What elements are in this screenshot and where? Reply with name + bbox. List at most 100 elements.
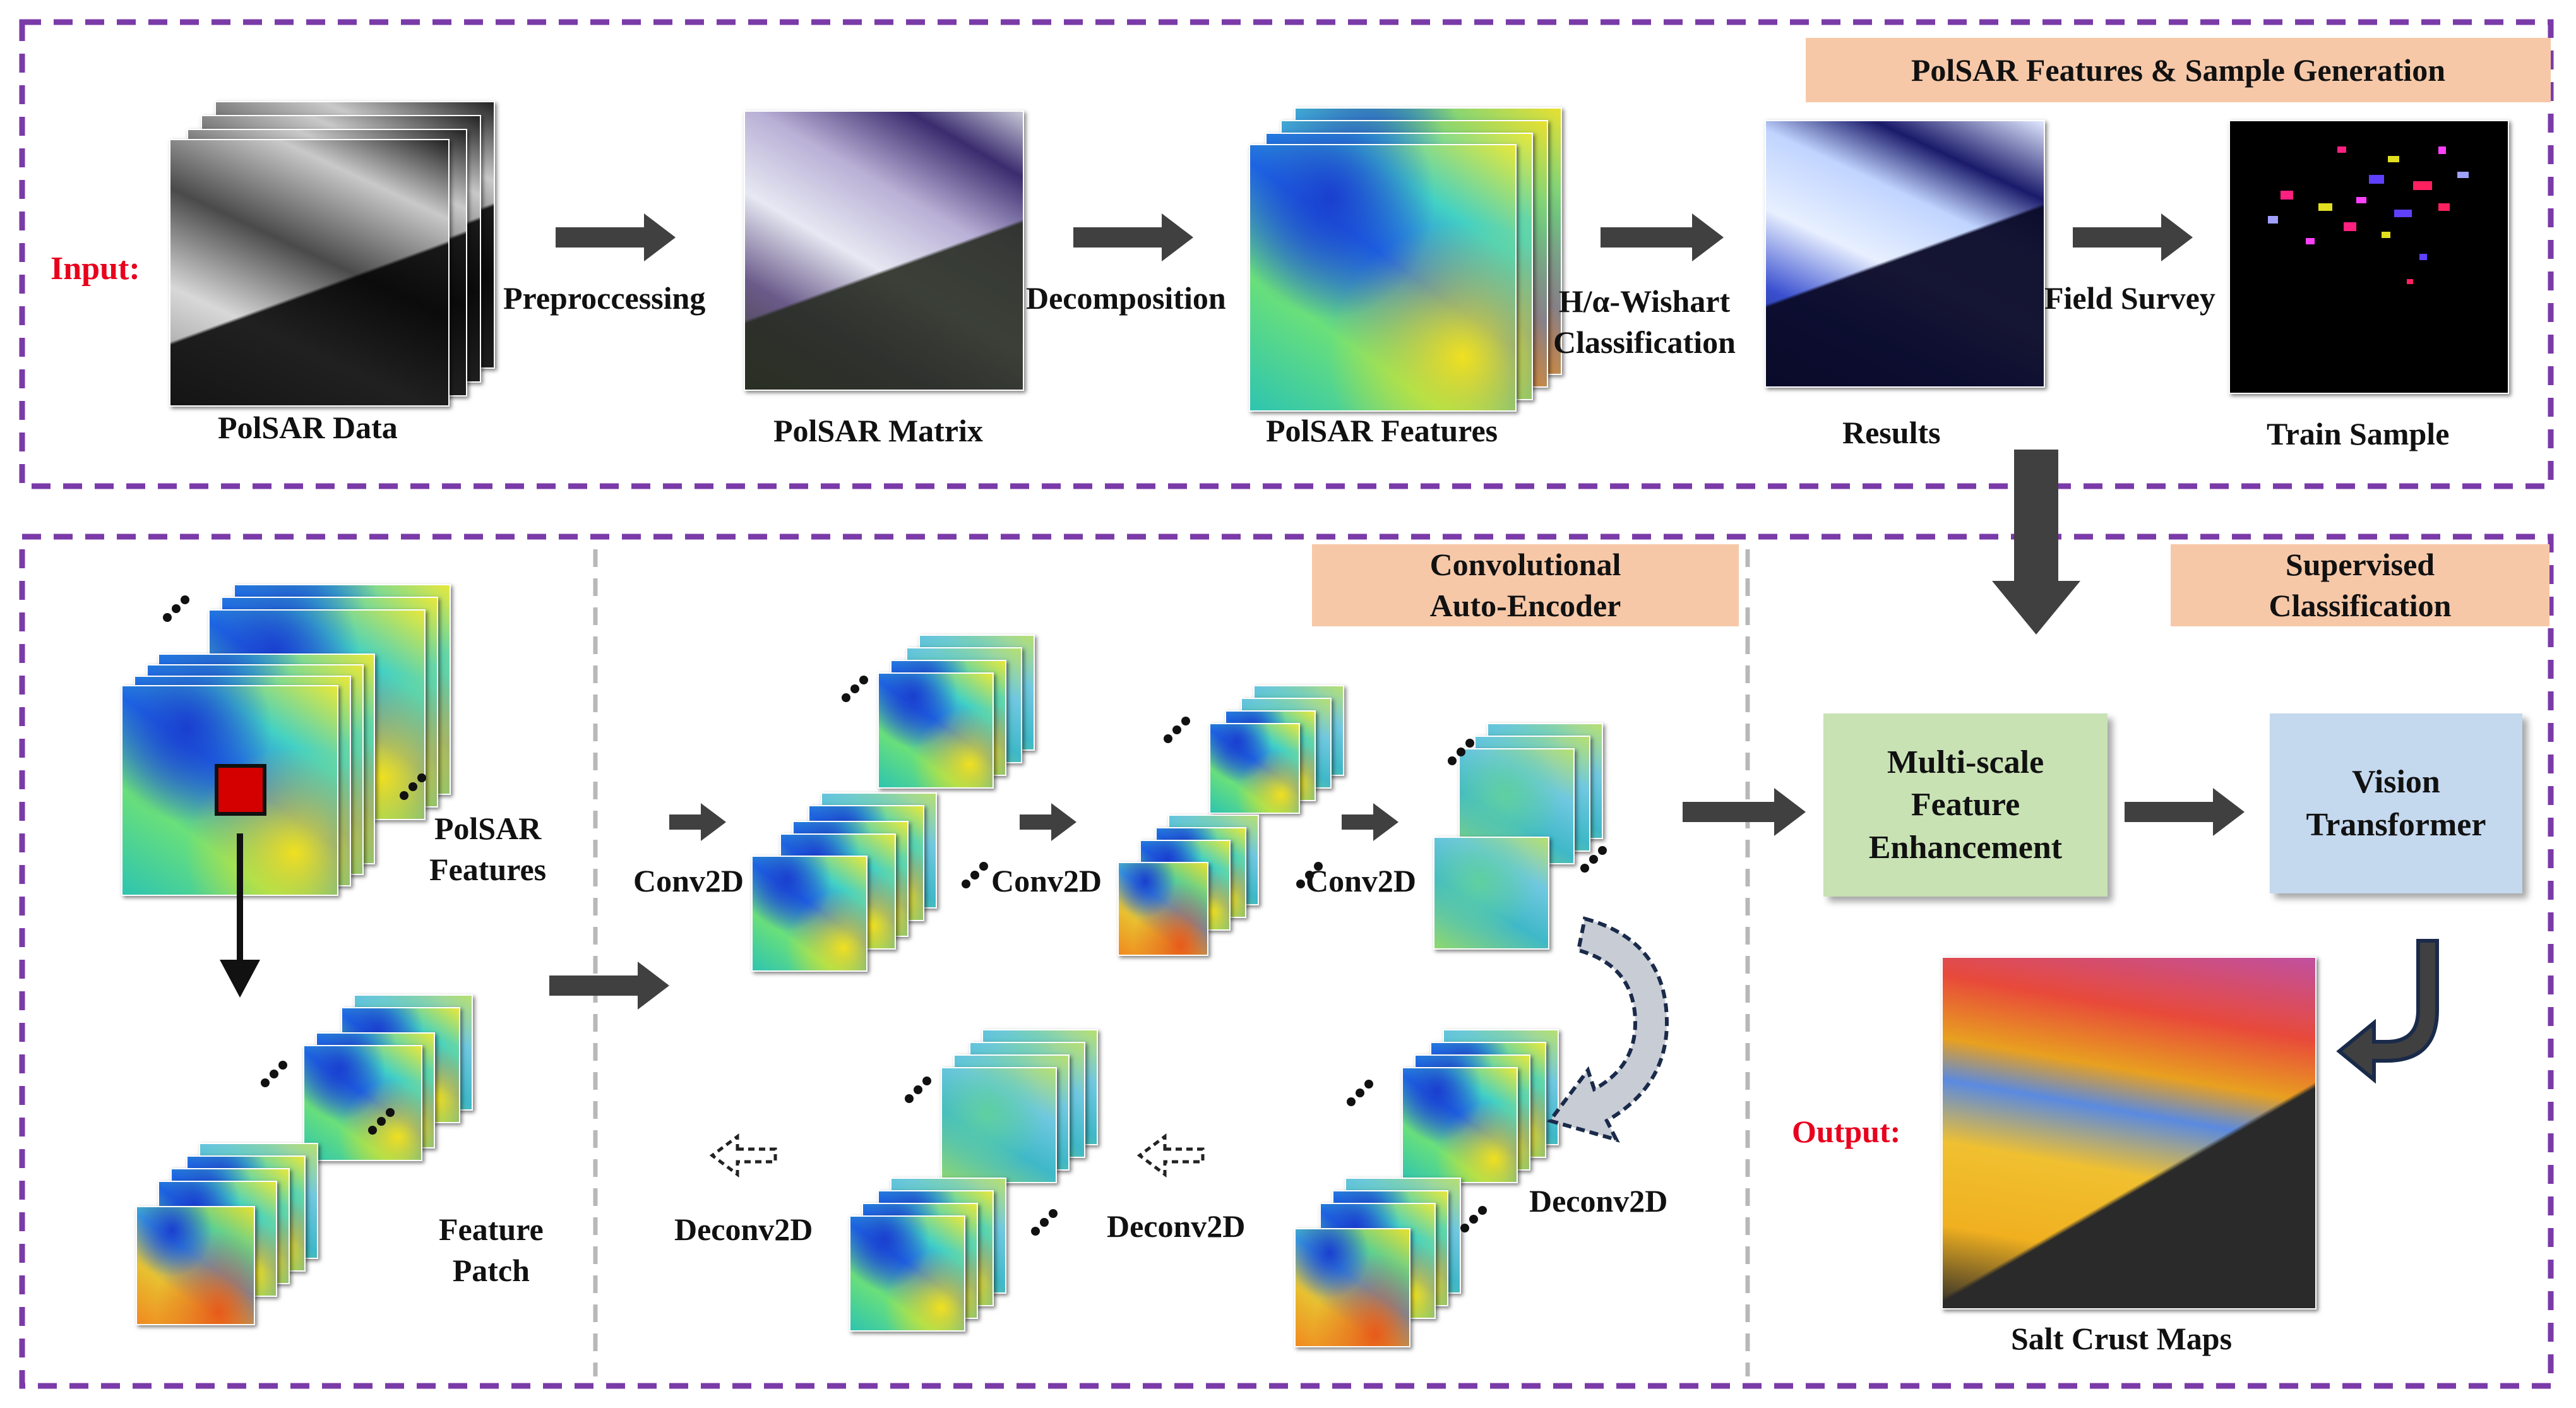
ellipsis-dot [859, 676, 868, 684]
decomposition-label: Decomposition [1026, 280, 1226, 316]
ellipsis-dot [1347, 1097, 1356, 1106]
deconv-arrow-2 [709, 1133, 777, 1178]
polsar-matrix-label: PolSAR Matrix [773, 413, 983, 448]
deconv-arrow-1 [1136, 1133, 1205, 1178]
ellipsis-dot [1457, 748, 1465, 756]
ellipsis-dot [417, 773, 426, 782]
ellipsis-dot [400, 791, 408, 800]
ellipsis-dot [408, 782, 417, 791]
ellipsis-dot [962, 880, 970, 888]
train-sample-patch [2281, 191, 2293, 200]
polsar-matrix-image [744, 110, 1024, 391]
patch-arrow [220, 833, 260, 998]
train-sample-patch [2438, 203, 2450, 211]
arrow-conv3 [1342, 803, 1398, 841]
train-sample-patch [2356, 197, 2366, 203]
hollow-arrows [709, 1133, 1205, 1178]
polsar-features-image [1249, 144, 1517, 412]
ellipsis-dots [163, 595, 1607, 1236]
input-label: Input: [51, 251, 140, 287]
deconv2d-label-3: Deconv2D [674, 1212, 813, 1247]
train-sample-patch [2318, 203, 2332, 211]
ellipsis-dot [1040, 1218, 1049, 1227]
train-sample-patch [2268, 216, 2278, 224]
polsar-features-label: PolSAR Features [1266, 413, 1498, 448]
straight-arrows [549, 213, 2439, 1084]
top-section-border [19, 19, 2554, 489]
ellipsis-dot [1172, 725, 1181, 734]
train-sample-patch [2337, 146, 2346, 153]
section-banner-sample-generation: PolSAR Features & Sample Generation [1806, 38, 2551, 102]
polsar-data-label: PolSAR Data [218, 410, 398, 445]
patch-marker [215, 764, 266, 816]
bottom-section-border [19, 534, 2554, 1389]
arrow-down-to-supervised [1992, 450, 2080, 635]
curved-encoder-to-decoder-arrow [1546, 916, 1669, 1143]
polsar-data-image [169, 139, 450, 407]
salt-crust-maps-label: Salt Crust Maps [2011, 1321, 2233, 1356]
ellipsis-dot [1589, 855, 1598, 864]
ellipsis-dot [979, 862, 988, 871]
salt-crust-map-image [1941, 957, 2317, 1310]
section-banner-supervised: Supervised Classification [2171, 544, 2549, 626]
train-sample-patch [2306, 238, 2315, 244]
ellipsis-dot [368, 1126, 377, 1135]
deconv2d-label-2: Deconv2D [1107, 1208, 1246, 1244]
ellipsis-dot [914, 1085, 922, 1094]
vision-transformer-box: Vision Transformer [2270, 713, 2522, 893]
train-sample-patch [2344, 222, 2356, 231]
output-label: Output: [1792, 1114, 1901, 1149]
ellipsis-dot [1469, 1215, 1478, 1224]
arrow-field-survey [2073, 213, 2193, 261]
ellipsis-dot [377, 1117, 386, 1126]
arrow-to-cae [549, 962, 669, 1010]
train-sample-patch [2407, 279, 2413, 284]
train-sample-patch [2457, 172, 2469, 178]
ellipsis-dot [1364, 1080, 1373, 1089]
ellipsis-dot [1598, 846, 1607, 855]
preprocessing-label: Preproccessing [503, 280, 706, 316]
train-sample-label: Train Sample [2267, 416, 2450, 451]
arrow-to-vit [2125, 788, 2245, 836]
train-sample-patch [2394, 210, 2412, 217]
deconv2d-label-1: Deconv2D [1529, 1183, 1668, 1219]
ellipsis-dot [1448, 756, 1457, 765]
train-sample-patch [2419, 254, 2427, 260]
ellipsis-dot [278, 1061, 287, 1070]
field-survey-label: Field Survey [2044, 280, 2215, 316]
ellipsis-dot [1181, 717, 1190, 725]
h-alpha-wishart-label: H/α-Wishart Classification [1553, 283, 1736, 360]
results-label: Results [1842, 415, 1941, 450]
ellipsis-dot [1296, 880, 1305, 888]
ellipsis-dot [970, 871, 979, 880]
ellipsis-dot [905, 1094, 914, 1103]
ellipsis-dot [1580, 864, 1589, 873]
arrow-classification [1601, 213, 1724, 261]
conv2d-label-3: Conv2D [1306, 863, 1417, 898]
ellipsis-dot [1049, 1209, 1058, 1218]
train-sample-patch [2413, 181, 2432, 190]
ellipsis-dot [1305, 871, 1314, 880]
ellipsis-dot [1465, 739, 1474, 748]
polsar-features-label-2: PolSAR Features [429, 811, 547, 887]
ellipsis-dot [1164, 734, 1172, 743]
train-sample-patch [2382, 232, 2390, 238]
ellipsis-dot [1460, 1224, 1469, 1232]
arrow-to-mfe [1683, 788, 1806, 836]
results-image [1765, 120, 2045, 388]
ellipsis-dot [1314, 862, 1323, 871]
conv2d-label-1: Conv2D [633, 863, 744, 898]
ellipsis-dot [386, 1108, 395, 1117]
ellipsis-dot [270, 1070, 278, 1078]
ellipsis-dot [842, 693, 850, 702]
arrow-conv1 [669, 803, 726, 841]
conv2d-label-2: Conv2D [991, 863, 1102, 898]
ellipsis-dot [850, 684, 859, 693]
train-sample-image [2229, 120, 2509, 394]
ellipsis-dot [922, 1077, 931, 1085]
feature-patch-label: Feature Patch [439, 1212, 544, 1288]
ellipsis-dot [163, 613, 172, 622]
